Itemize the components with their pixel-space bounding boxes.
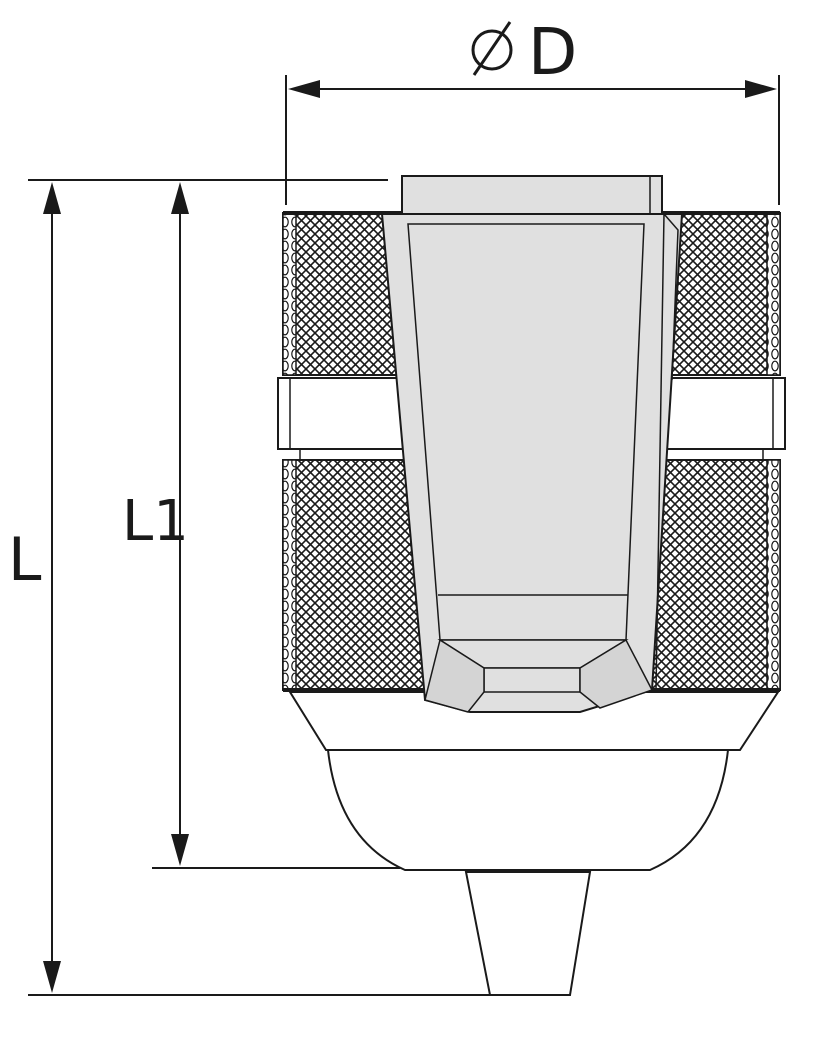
length-total-arrow-top-icon [43, 182, 61, 214]
length-total-dimension: L [8, 179, 512, 996]
nose-cap [326, 749, 730, 871]
length-partial-dimension: L1 [122, 182, 400, 869]
diameter-arrow-left-icon [288, 80, 320, 98]
length-total-label: L [8, 525, 42, 595]
arbor-taper [464, 871, 592, 996]
length-partial-arrow-bottom-icon [171, 834, 189, 866]
diameter-arrow-right-icon [745, 80, 777, 98]
length-partial-arrow-top-icon [171, 182, 189, 214]
length-partial-label: L1 [122, 489, 189, 554]
chuck-body [277, 175, 786, 996]
central-insert [380, 213, 684, 713]
length-total-arrow-bottom-icon [43, 961, 61, 993]
diameter-dimension: D [285, 16, 780, 205]
diameter-symbol-icon [471, 21, 513, 76]
diameter-label: D [528, 16, 577, 90]
top-shank [401, 175, 663, 215]
